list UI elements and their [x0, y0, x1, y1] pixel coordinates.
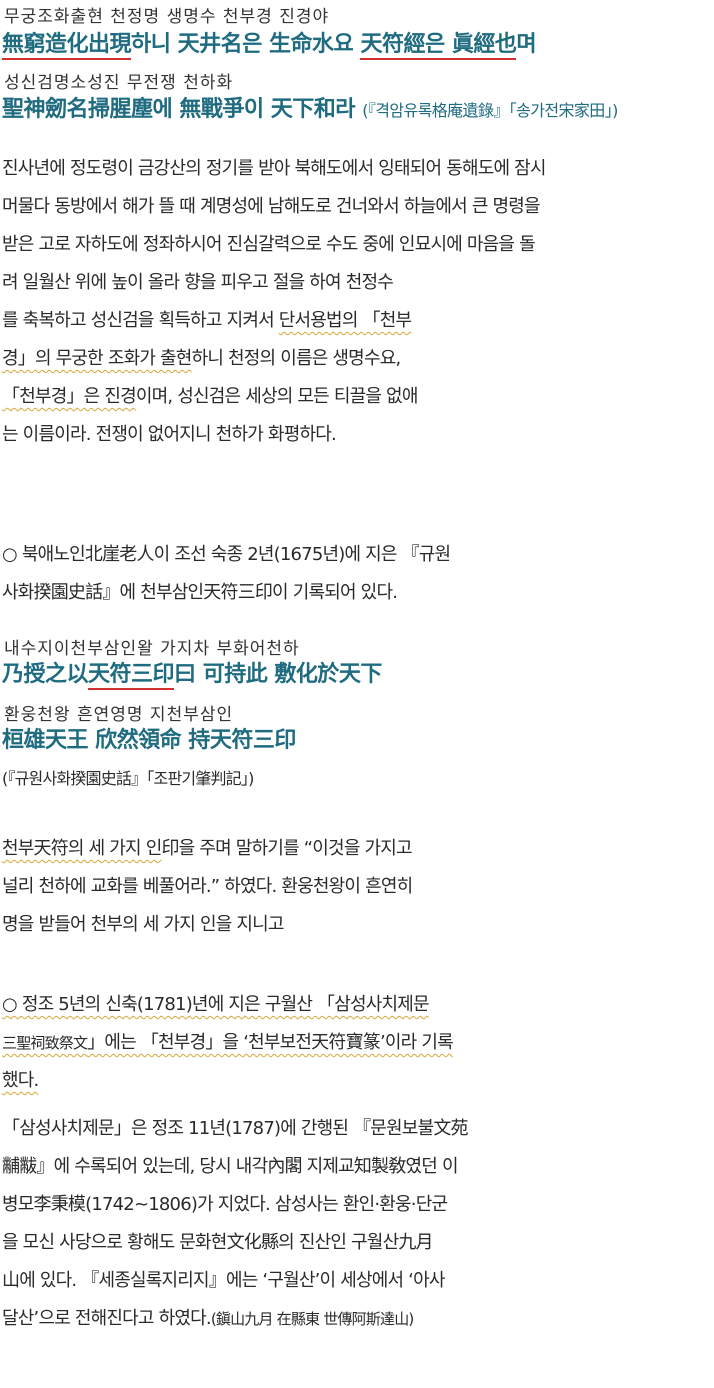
verse2-source-text: (『규원사화揆園史話』「조판기肇判記」)	[2, 769, 254, 788]
verse2-hanja-line1: 乃授之以天符三印曰 可持此 敷化於天下	[2, 656, 382, 690]
verse2-source: (『규원사화揆園史話』「조판기肇判記」)	[2, 760, 714, 798]
verse2-hanja-underlined: 天符三印	[88, 661, 175, 690]
paragraph-5: 「삼성사치제문」은 정조 11년(1787)에 간행된 『문원보불文苑 黼黻』에…	[2, 1110, 714, 1338]
verse1-hanja-line1: 無窮造化出現하니 天井名은 生命水요 天符經은 眞經也며	[2, 26, 537, 60]
para4-highlight: 三聖祠致祭文	[2, 1034, 88, 1052]
verse1-hanja-line2-text: 聖神劒名掃腥塵에 無戰爭이 天下和라	[2, 96, 356, 122]
verse1-hanja-text-2: 하니 天井名은 生命水요	[131, 31, 361, 57]
verse1-ruby-line2: 성신검명소성진 무전쟁 천하화	[4, 73, 234, 93]
verse1-hanja-line2: 聖神劒名掃腥塵에 無戰爭이 天下和라 (『격암유록格庵遺錄』「송가전宋家田」)	[2, 91, 618, 123]
para4-highlight: 」에는 「천부경」을 ‘천부보전天符寶篆’이라 기록	[87, 1032, 453, 1053]
para3-text: 印을 주며 말하기를 “이것을 가지고	[161, 838, 412, 859]
para4-highlight: ○ 정조 5년의 신축(1781)년에 지은 구월산 「삼성사치제문	[2, 994, 430, 1015]
para5-line: 「삼성사치제문」은 정조 11년(1787)에 간행된 『문원보불文苑	[2, 1118, 469, 1139]
para1-text: 이며, 성신검은 세상의 모든 티끌을 없애	[135, 386, 419, 407]
para3-line: 널리 천하에 교화를 베풀어라.” 하였다. 환웅천왕이 흔연히	[2, 876, 413, 897]
para1-line: 진사년에 정도령이 금강산의 정기를 받아 북해도에서 잉태되어 동해도에 잠시	[2, 158, 547, 179]
para1-line: 받은 고로 자하도에 정좌하시어 진심갈력으로 수도 중에 인묘시에 마음을 돌	[2, 234, 536, 255]
para5-line: 병모李秉模(1742~1806)가 지었다. 삼성사는 환인·환웅·단군	[2, 1194, 448, 1215]
verse2-ruby-line1: 내수지이천부삼인왈 가지차 부화어천하	[4, 639, 300, 659]
verse1-source: (『격암유록格庵遺錄』「송가전宋家田」)	[362, 101, 618, 120]
verse2-ruby-line2: 환웅천왕 흔연영명 지천부삼인	[4, 705, 234, 725]
paragraph-4: ○ 정조 5년의 신축(1781)년에 지은 구월산 「삼성사치제문 三聖祠致祭…	[2, 986, 714, 1100]
para4-highlight: 했다.	[2, 1070, 39, 1091]
verse2-hanja-line2: 桓雄天王 欣然領命 持天符三印	[2, 727, 296, 753]
para3-line: 천부天符의 세 가지 인印을 주며 말하기를 “이것을 가지고	[2, 830, 714, 868]
para5-line: 山에 있다. 『세종실록지리지』에는 ‘구월산’이 세상에서 ‘아사	[2, 1270, 445, 1291]
para5-line: 을 모신 사당으로 황해도 문화현文化縣의 진산인 구월산九月	[2, 1232, 434, 1253]
para1-text: 하니 천정의 이름은 생명수요,	[191, 348, 402, 369]
para1-highlight: 단서용법의 「천부	[278, 310, 412, 331]
para4-line: ○ 정조 5년의 신축(1781)년에 지은 구월산 「삼성사치제문	[2, 986, 714, 1024]
paragraph-2: ○ 북애노인北崖老人이 조선 숙종 2년(1675년)에 지은 『규원 사화揆園…	[2, 536, 714, 612]
verse1-ruby-line1: 무궁조화출현 천정명 생명수 천부경 진경야	[4, 7, 330, 27]
para3-highlight: 천부天符의 세 가지 인	[2, 838, 162, 859]
para4-line: 했다.	[2, 1062, 714, 1100]
para5-line: 黼黻』에 수록되어 있는데, 당시 내각內閣 지제교知製敎였던 이	[2, 1156, 459, 1177]
para1-line: 경」의 무궁한 조화가 출현하니 천정의 이름은 생명수요,	[2, 340, 714, 378]
verse1-hanja-underlined-3: 天符經은 眞經也	[360, 31, 517, 60]
para5-text: 달산’으로 전해진다고 하였다.	[2, 1308, 212, 1329]
para1-line: 「천부경」은 진경이며, 성신검은 세상의 모든 티끌을 없애	[2, 378, 714, 416]
para1-line: 를 축복하고 성신검을 획득하고 지켜서 단서용법의 「천부	[2, 302, 714, 340]
para3-line: 명을 받들어 천부의 세 가지 인을 지니고	[2, 914, 285, 935]
para1-line: 려 일월산 위에 높이 올라 향을 피우고 절을 하여 천정수	[2, 272, 394, 293]
para1-line: 머물다 동방에서 해가 뜰 때 계명성에 남해도로 건너와서 하늘에서 큰 명령…	[2, 196, 541, 217]
para2-line: ○ 북애노인北崖老人이 조선 숙종 2년(1675년)에 지은 『규원	[2, 544, 451, 565]
paragraph-3: 천부天符의 세 가지 인印을 주며 말하기를 “이것을 가지고 널리 천하에 교…	[2, 830, 714, 944]
verse2-hanja-text-c: 曰 可持此 敷化於天下	[174, 661, 382, 687]
para4-line: 三聖祠致祭文」에는 「천부경」을 ‘천부보전天符寶篆’이라 기록	[2, 1024, 714, 1062]
paragraph-1: 진사년에 정도령이 금강산의 정기를 받아 북해도에서 잉태되어 동해도에 잠시…	[2, 150, 714, 454]
verse1-hanja-text-4: 며	[516, 31, 537, 57]
para1-text: 를 축복하고 성신검을 획득하고 지켜서	[2, 310, 279, 331]
para5-quote: (鎭山九月 在縣東 世傳阿斯達山)	[210, 1310, 414, 1328]
verse2-hanja-text-a: 乃授之以	[2, 661, 89, 687]
para1-highlight: 경」의 무궁한 조화가 출현	[2, 348, 192, 369]
para5-line: 달산’으로 전해진다고 하였다.(鎭山九月 在縣東 世傳阿斯達山)	[2, 1300, 714, 1338]
para1-line: 는 이름이라. 전쟁이 없어지니 천하가 화평하다.	[2, 424, 337, 445]
verse1-hanja-underlined-1: 無窮造化出現	[2, 31, 132, 60]
para1-highlight: 「천부경」은 진경	[2, 386, 137, 407]
para2-line: 사화揆園史話』에 천부삼인天符三印이 기록되어 있다.	[2, 582, 398, 603]
